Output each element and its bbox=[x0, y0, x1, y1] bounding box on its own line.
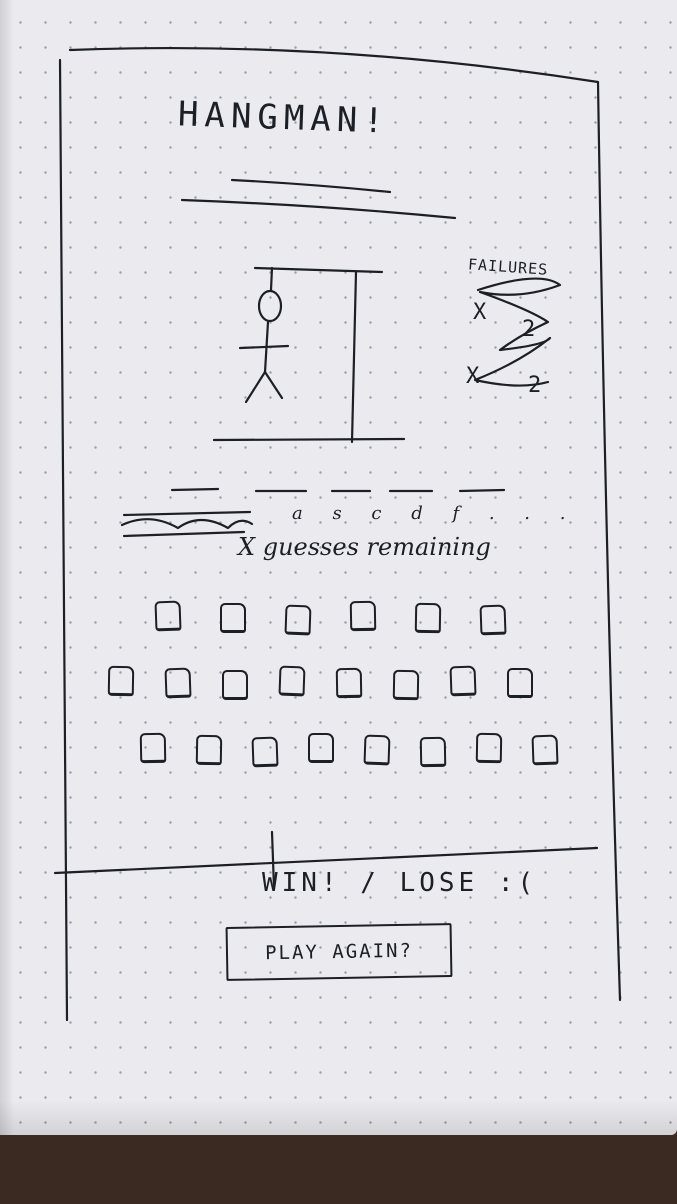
play-again-button[interactable]: PLAY AGAIN? bbox=[225, 923, 453, 981]
letter-key[interactable] bbox=[251, 736, 279, 768]
title-underline-long bbox=[180, 198, 457, 220]
letter-key[interactable] bbox=[107, 665, 135, 697]
letter-key[interactable] bbox=[349, 600, 377, 632]
sketch-drawing bbox=[53, 46, 622, 1022]
gallows-beam bbox=[253, 266, 384, 274]
letter-key[interactable] bbox=[414, 602, 442, 634]
letter-key[interactable] bbox=[449, 665, 477, 697]
letter-key[interactable] bbox=[195, 734, 223, 766]
letter-key[interactable] bbox=[278, 665, 306, 697]
figure-leg-left bbox=[244, 370, 267, 404]
letter-key[interactable] bbox=[475, 732, 503, 764]
letter-key[interactable] bbox=[419, 736, 447, 768]
letter-key[interactable] bbox=[363, 734, 391, 766]
notebook-page: HANGMAN! FAILURES X 2 X 2 a s c d f . . … bbox=[0, 0, 677, 1135]
gallows-post bbox=[350, 270, 358, 444]
letter-key[interactable] bbox=[222, 670, 248, 700]
letter-key[interactable] bbox=[284, 604, 312, 636]
letter-key[interactable] bbox=[479, 604, 507, 636]
letter-key[interactable] bbox=[308, 733, 334, 763]
failure-count-1: 2 bbox=[522, 317, 536, 342]
failure-mark-1: X bbox=[473, 300, 487, 325]
letter-key[interactable] bbox=[507, 668, 533, 698]
title-underline-short bbox=[230, 178, 392, 194]
figure-arms bbox=[238, 344, 290, 350]
letter-key[interactable] bbox=[164, 667, 192, 699]
crossed-scribble bbox=[120, 510, 254, 538]
page-title: HANGMAN! bbox=[177, 94, 391, 142]
letter-key[interactable] bbox=[531, 734, 559, 766]
notebook-spine bbox=[0, 0, 14, 1135]
letter-key[interactable] bbox=[139, 732, 167, 764]
frame-right-edge bbox=[596, 80, 622, 1002]
bottom-divider bbox=[53, 846, 599, 875]
word-slot-5 bbox=[458, 488, 506, 493]
failure-count-2: 2 bbox=[528, 373, 542, 398]
frame-top-edge bbox=[68, 46, 600, 84]
letter-key[interactable] bbox=[220, 603, 246, 633]
figure-leg-right bbox=[263, 370, 284, 400]
gallows-base bbox=[212, 437, 406, 442]
letter-key[interactable] bbox=[154, 600, 182, 632]
figure-head bbox=[257, 289, 283, 323]
word-slot-1 bbox=[170, 487, 220, 492]
frame-left-edge bbox=[58, 58, 69, 1022]
letter-key[interactable] bbox=[392, 669, 420, 701]
failure-mark-2: X bbox=[466, 364, 480, 389]
divider-tick bbox=[270, 830, 276, 890]
failures-scribble bbox=[473, 277, 562, 387]
letter-key[interactable] bbox=[335, 667, 363, 699]
gallows-rope bbox=[269, 266, 274, 292]
guessed-letters: a s c d f . . . bbox=[292, 503, 578, 524]
guesses-remaining: X guesses remaining bbox=[238, 533, 491, 561]
result-text: WIN! / LOSE :( bbox=[262, 868, 538, 898]
